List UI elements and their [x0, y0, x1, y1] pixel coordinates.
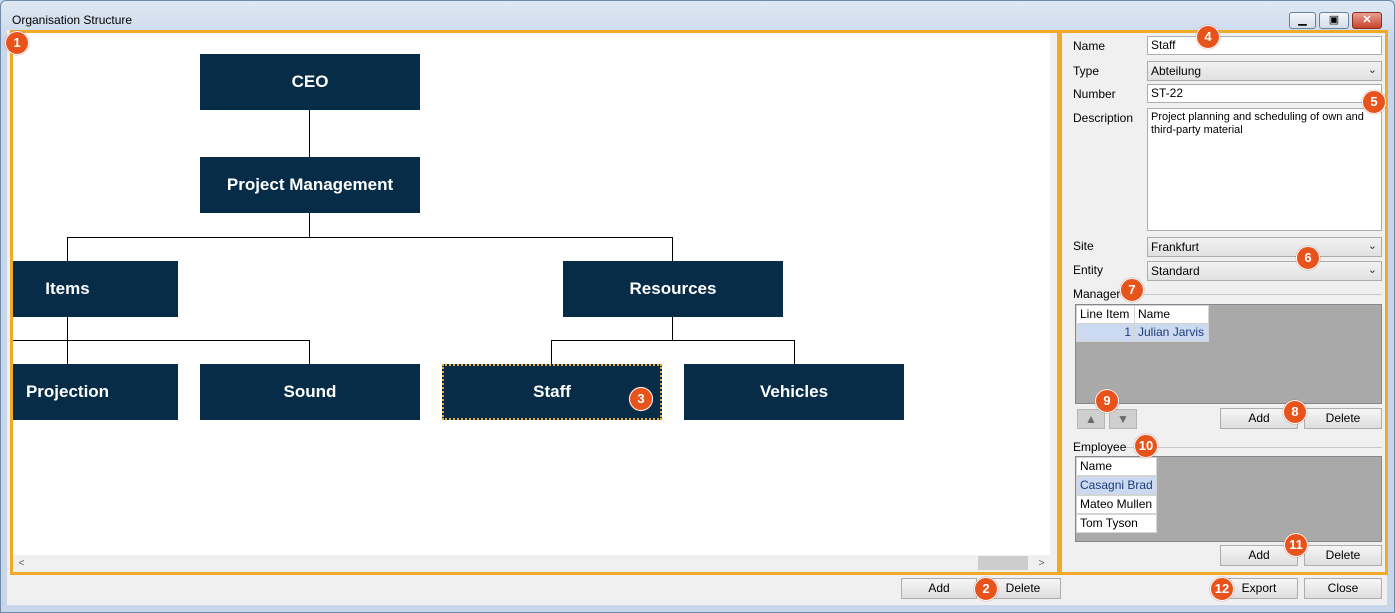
org-node-resources[interactable]: Resources	[563, 261, 783, 317]
callout-badge: 9	[1095, 389, 1119, 413]
description-label: Description	[1073, 111, 1134, 125]
minimize-button[interactable]: ▁	[1289, 12, 1316, 29]
manager-add-button[interactable]: Add	[1220, 408, 1298, 429]
add-button[interactable]: Add	[901, 578, 977, 599]
callout-badge: 8	[1283, 400, 1307, 424]
connector-line	[672, 237, 673, 261]
entity-label: Entity	[1073, 263, 1104, 277]
org-node-projection[interactable]: Projection	[13, 364, 178, 420]
restore-button[interactable]: ▣	[1319, 12, 1349, 29]
callout-badge: 1	[5, 31, 29, 55]
connector-line	[67, 340, 68, 364]
callout-badge: 3	[629, 387, 653, 411]
org-node-items[interactable]: Items	[13, 261, 178, 317]
site-label: Site	[1073, 239, 1094, 253]
manager-grid[interactable]	[1075, 304, 1382, 404]
manager-col-name[interactable]: Name	[1134, 305, 1209, 324]
entity-select[interactable]: Standard ⌄	[1147, 261, 1382, 281]
entity-value: Standard	[1151, 264, 1200, 278]
close-window-button[interactable]: ✕	[1352, 12, 1382, 29]
manager-row-name[interactable]: Julian Jarvis	[1134, 323, 1209, 342]
move-down-button[interactable]: ▼	[1109, 409, 1137, 429]
scroll-right-icon[interactable]: >	[1038, 558, 1045, 569]
connector-line	[551, 340, 552, 364]
connector-line	[794, 340, 795, 364]
number-input[interactable]: ST-22	[1147, 84, 1382, 103]
move-up-button[interactable]: ▲	[1077, 409, 1105, 429]
name-label: Name	[1073, 39, 1106, 53]
callout-badge: 5	[1362, 90, 1386, 114]
manager-row-line-item[interactable]: 1	[1076, 323, 1135, 342]
site-select[interactable]: Frankfurt ⌄	[1147, 237, 1382, 257]
export-button[interactable]: Export	[1220, 578, 1298, 599]
chevron-down-icon: ⌄	[1367, 264, 1377, 276]
callout-badge: 2	[974, 577, 998, 601]
manager-label: Manager	[1073, 287, 1121, 301]
callout-badge: 7	[1120, 278, 1144, 302]
manager-col-line-item[interactable]: Line Item	[1076, 305, 1135, 324]
org-node-vehicles[interactable]: Vehicles	[684, 364, 904, 420]
connector-line	[551, 340, 795, 341]
callout-badge: 10	[1134, 434, 1158, 458]
close-button[interactable]: Close	[1304, 578, 1382, 599]
connector-line	[309, 110, 310, 157]
org-node-sound[interactable]: Sound	[200, 364, 420, 420]
group-divider	[1120, 294, 1382, 295]
org-node-project-management[interactable]: Project Management	[200, 157, 420, 213]
connector-line	[13, 340, 310, 341]
scroll-thumb[interactable]	[978, 556, 1028, 570]
scroll-left-icon[interactable]: <	[18, 558, 25, 569]
callout-badge: 12	[1210, 577, 1234, 601]
horizontal-scrollbar[interactable]: < >	[13, 555, 1050, 572]
employee-col-name[interactable]: Name	[1076, 457, 1157, 476]
employee-row[interactable]: Tom Tyson	[1076, 514, 1157, 533]
connector-line	[309, 340, 310, 364]
connector-line	[67, 237, 673, 238]
connector-line	[67, 237, 68, 261]
connector-line	[672, 316, 673, 340]
employee-add-button[interactable]: Add	[1220, 545, 1298, 566]
type-value: Abteilung	[1151, 64, 1202, 78]
manager-delete-button[interactable]: Delete	[1304, 408, 1382, 429]
name-input[interactable]: Staff	[1147, 36, 1382, 55]
employee-delete-button[interactable]: Delete	[1304, 545, 1382, 566]
org-node-staff[interactable]: Staff	[442, 364, 662, 420]
org-chart-canvas[interactable]: CEO Project Management Items Resources P…	[13, 33, 1050, 555]
group-divider	[1126, 447, 1382, 448]
org-node-ceo[interactable]: CEO	[200, 54, 420, 110]
chevron-down-icon: ⌄	[1367, 64, 1377, 76]
window-title: Organisation Structure	[12, 13, 133, 27]
number-label: Number	[1073, 87, 1116, 101]
chevron-down-icon: ⌄	[1367, 240, 1377, 252]
employee-label: Employee	[1073, 440, 1127, 454]
connector-line	[309, 213, 310, 237]
description-textarea[interactable]: Project planning and scheduling of own a…	[1147, 108, 1382, 231]
type-select[interactable]: Abteilung ⌄	[1147, 61, 1382, 81]
connector-line	[67, 316, 68, 340]
callout-badge: 4	[1196, 25, 1220, 49]
delete-button[interactable]: Delete	[985, 578, 1061, 599]
callout-badge: 6	[1296, 246, 1320, 270]
callout-badge: 11	[1284, 533, 1308, 557]
type-label: Type	[1073, 64, 1100, 78]
employee-row[interactable]: Mateo Mullen	[1076, 495, 1157, 514]
site-value: Frankfurt	[1151, 240, 1200, 254]
employee-row[interactable]: Casagni Brad	[1076, 476, 1157, 495]
